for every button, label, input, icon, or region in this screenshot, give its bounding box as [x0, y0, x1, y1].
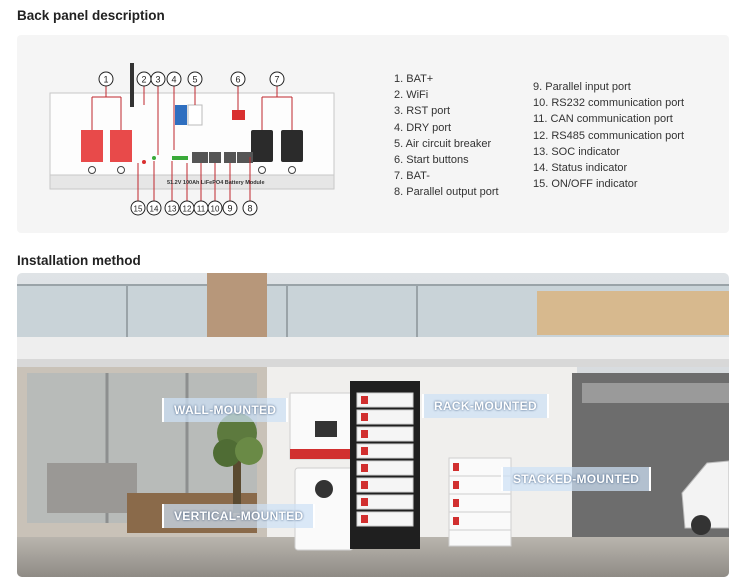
can-port — [209, 152, 221, 163]
vertical-mounted-label: VERTICAL-MOUNTED — [162, 504, 316, 528]
model-text: 51.2V 100Ah LiFePO4 Battery Module — [167, 180, 265, 186]
legend-list-right: 9. Parallel input port 10. RS232 communi… — [533, 79, 684, 192]
wall-mounted-label: WALL-MOUNTED — [162, 398, 289, 422]
legend-item: 8. Parallel output port — [394, 186, 499, 199]
callout-number: 4 — [171, 75, 176, 85]
legend-item: 1. BAT+ — [394, 73, 434, 85]
wifi-antenna — [130, 63, 134, 107]
scene-illustration — [17, 273, 729, 577]
callout-number: 1 — [103, 75, 108, 85]
soc-indicator — [172, 156, 188, 160]
callout-circle — [150, 71, 166, 87]
legend-item: 3. RST port — [394, 105, 451, 118]
callout-circle — [130, 200, 146, 216]
legend-item: 14. Status indicator — [533, 162, 628, 175]
bat-plus-terminal — [81, 130, 103, 162]
callout-circle — [242, 200, 258, 216]
rs485-port — [192, 152, 208, 163]
legend-item: 5. Air circuit breaker — [394, 137, 492, 150]
callout-circle — [98, 71, 114, 87]
callout-circle — [187, 71, 203, 87]
callout-number: 14 — [150, 205, 159, 214]
bat-minus-terminal — [281, 130, 303, 162]
status-indicator — [152, 156, 156, 160]
callout-circle — [146, 200, 162, 216]
legend-item: 9. Parallel input port — [533, 81, 631, 93]
back-panel-heading: Back panel description — [17, 8, 165, 23]
legend-item: 13. SOC indicator — [533, 145, 620, 158]
back-panel-diagram: 51.2V 100Ah LiFePO4 Battery Module 1 2 3… — [49, 63, 335, 216]
legend-item: 6. Start buttons — [394, 154, 469, 167]
start-button[interactable] — [232, 110, 245, 120]
callout-number: 9 — [227, 204, 232, 214]
rs232-port — [224, 152, 236, 163]
callout-circle — [166, 71, 182, 87]
callout-number: 10 — [211, 205, 220, 214]
callout-circle — [164, 200, 180, 216]
callout-circle — [222, 200, 238, 216]
bat-minus-terminal — [251, 130, 273, 162]
callout-number: 12 — [183, 205, 192, 214]
stacked-battery-units — [448, 457, 512, 547]
callout-number: 3 — [155, 75, 160, 85]
callout-number: 15 — [134, 205, 143, 214]
back-panel-card: 51.2V 100Ah LiFePO4 Battery Module 1 2 3… — [17, 35, 729, 233]
legend-item: 7. BAT- — [394, 170, 430, 183]
callout-circle — [230, 71, 246, 87]
callout-number: 13 — [168, 205, 177, 214]
legend-item: 10. RS232 communication port — [533, 97, 685, 110]
installation-heading: Installation method — [17, 253, 141, 268]
callout-circle — [269, 71, 285, 87]
legend-item: 4. DRY port — [394, 121, 452, 134]
air-circuit-breaker — [175, 105, 187, 125]
callout-number: 7 — [274, 75, 279, 85]
callout-number: 11 — [197, 205, 206, 214]
callout-number: 2 — [141, 75, 146, 85]
installation-scene: WALL-MOUNTED RACK-MOUNTED VERTICAL-MOUNT… — [17, 273, 729, 577]
legend-item: 12. RS485 communication port — [533, 129, 685, 142]
callout-number: 5 — [192, 75, 197, 85]
callout-number: 6 — [235, 75, 240, 85]
legend-list-left: 1. BAT+ 2. WiFi 3. RST port 4. DRY port … — [394, 71, 499, 201]
legend-item: 2. WiFi — [394, 89, 429, 102]
legend-item: 15. ON/OFF indicator — [533, 178, 638, 191]
stacked-mounted-label: STACKED-MOUNTED — [501, 467, 652, 491]
rack-mounted-label: RACK-MOUNTED — [422, 394, 549, 418]
legend-item: 11. CAN communication port — [533, 113, 673, 126]
parallel-port — [237, 152, 253, 163]
onoff-indicator — [142, 160, 146, 164]
bat-plus-terminal — [110, 130, 132, 162]
callout-circle — [207, 200, 223, 216]
callout-number: 8 — [247, 204, 252, 214]
